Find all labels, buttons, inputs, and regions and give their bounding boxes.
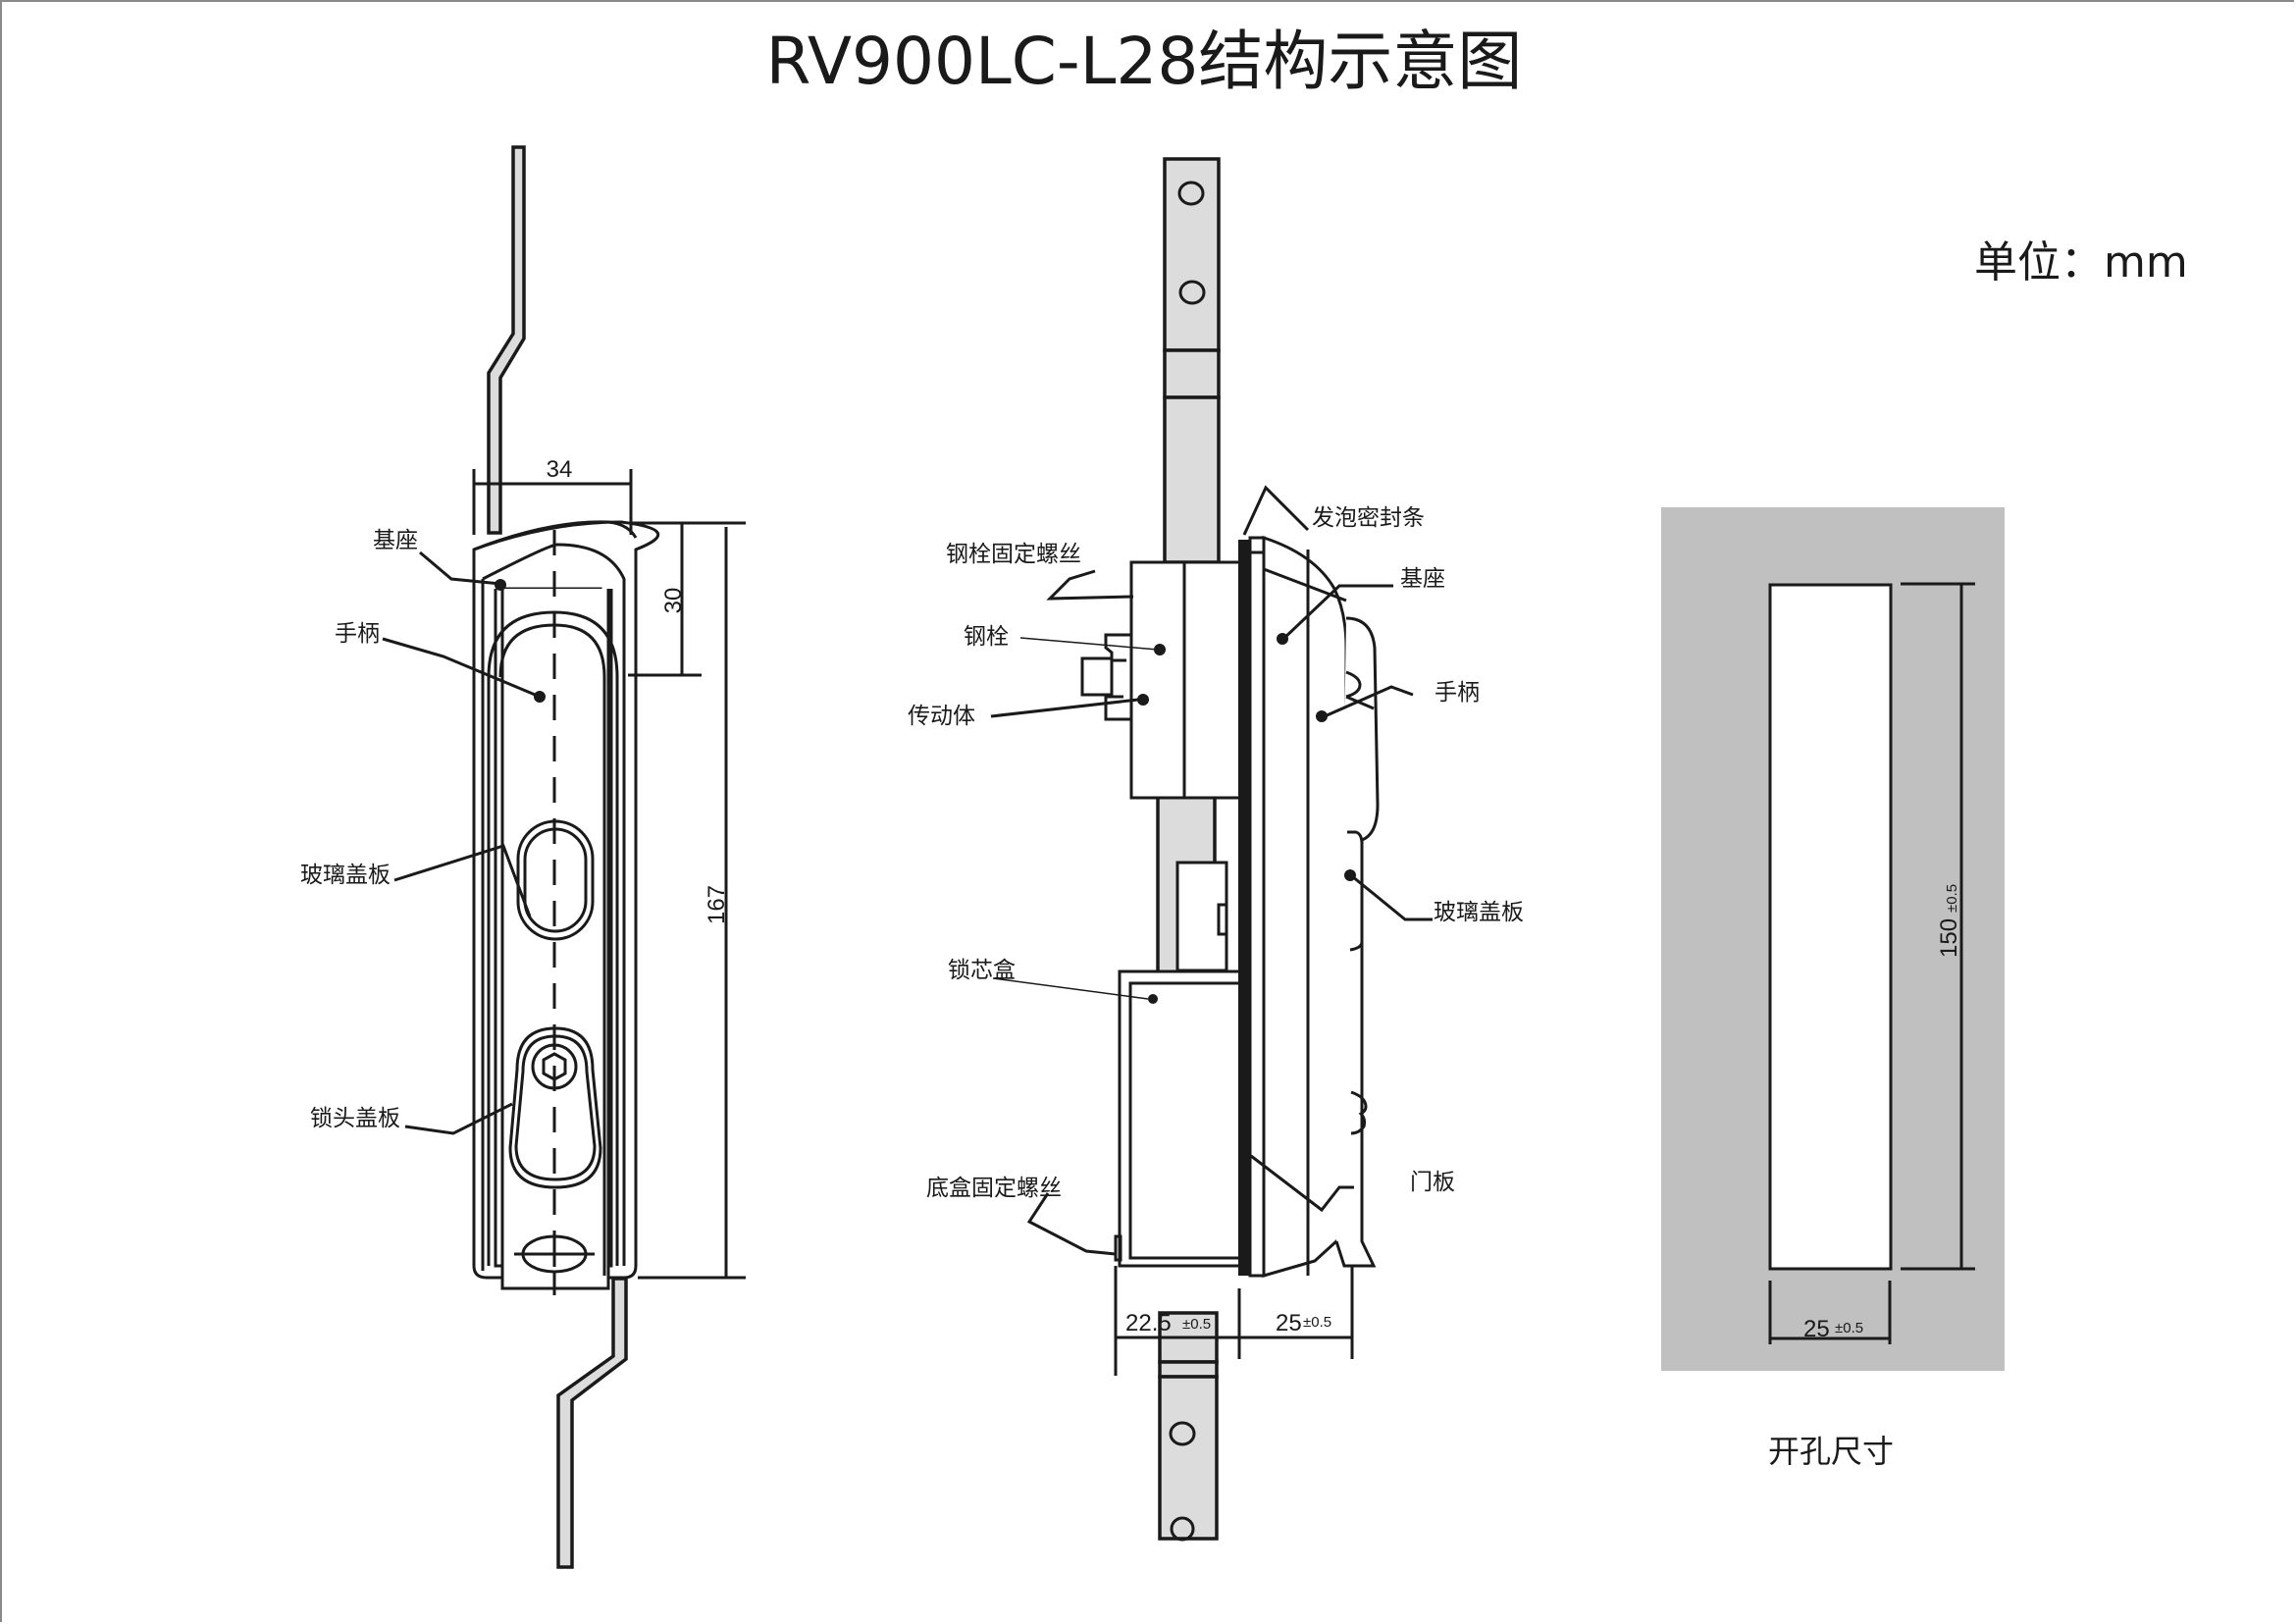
dim-cutout-width: 25 (1803, 1316, 1830, 1342)
dim-top-30: 30 (660, 588, 687, 614)
drive-body (1080, 656, 1114, 697)
bolt-housing (1129, 560, 1243, 800)
label-bolt-screw: 钢栓固定螺丝 (946, 542, 1081, 567)
dim-depth-inside: 22.5 (1125, 1310, 1172, 1336)
dim-cutout-width-tol: ±0.5 (1835, 1320, 1863, 1336)
cutout-hole (1768, 583, 1893, 1271)
label-drive-body: 传动体 (908, 704, 975, 729)
label-door-panel: 门板 (1410, 1170, 1455, 1195)
side-view: 22.5 ±0.5 25 ±0.5 发泡密封条 钢栓固定螺丝 基座 钢栓 传动体… (908, 157, 1524, 1542)
label-side-glass-cover: 玻璃盖板 (1434, 900, 1524, 925)
label-foam-seal: 发泡密封条 (1312, 505, 1425, 531)
page-title: RV900LC-L28结构示意图 (766, 24, 1523, 99)
dim-depth-outside: 25 (1276, 1310, 1302, 1336)
lower-bolt-plate (1158, 1375, 1219, 1541)
dim-depth-outside-tol: ±0.5 (1303, 1314, 1331, 1331)
label-box-screw: 底盒固定螺丝 (926, 1176, 1062, 1201)
upper-bolt-plate (1163, 157, 1221, 352)
label-front-base: 基座 (373, 528, 418, 553)
base-inner-arch (482, 543, 626, 1266)
unit-label: 单位：mm (1974, 237, 2188, 288)
cutout-view: 150 ±0.5 25 ±0.5 开孔尺寸 (1661, 507, 2005, 1470)
lock-core-box (1118, 969, 1243, 1268)
label-side-handle: 手柄 (1435, 680, 1480, 706)
label-lock-core-box: 锁芯盒 (948, 958, 1016, 983)
dim-depth-inside-tol: ±0.5 (1182, 1316, 1211, 1333)
side-base-body (1262, 535, 1348, 1278)
lower-rod (556, 1277, 628, 1569)
front-view: 34 30 167 基座 手柄 玻璃盖板 锁头盖板 (300, 145, 746, 1569)
dim-height-167: 167 (704, 885, 730, 924)
label-bolt: 钢栓 (964, 624, 1009, 650)
label-front-handle: 手柄 (335, 621, 380, 647)
side-glass-cover (1347, 830, 1364, 952)
label-side-base: 基座 (1400, 566, 1445, 592)
dim-cutout-height: 150 (1936, 918, 1962, 958)
door-panel (1238, 540, 1250, 1276)
dim-width-34: 34 (547, 456, 573, 483)
cutout-caption: 开孔尺寸 (1768, 1433, 1894, 1470)
upper-rod (487, 145, 526, 535)
label-front-glass-cover: 玻璃盖板 (300, 863, 391, 888)
dim-cutout-height-tol: ±0.5 (1944, 884, 1960, 913)
label-front-lock-cover: 锁头盖板 (310, 1106, 400, 1131)
